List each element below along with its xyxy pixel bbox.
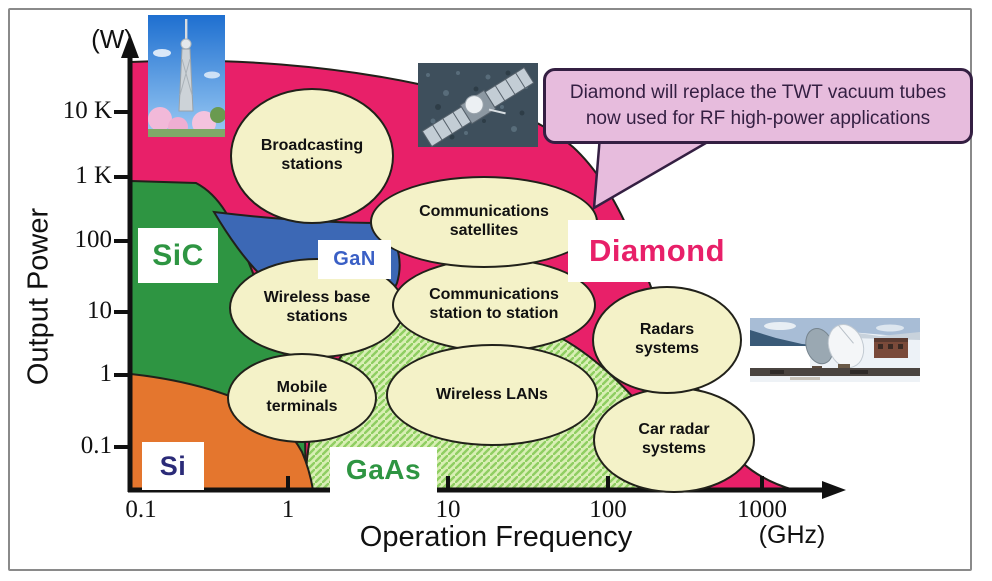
y-tick-0p1: 0.1 [80,432,112,459]
region-label-text: GaAs [345,454,422,485]
y-tick-10k: 10 K [62,97,112,124]
y-axis-unit: (W) [91,24,133,54]
app-label: Wireless LANs [436,385,548,403]
app-label: Wireless base stations [263,289,371,325]
app-label: Radars systems [634,321,700,357]
y-tick-1: 1 [99,360,113,387]
app-label: Broadcasting stations [260,137,364,173]
app-ellipse-communications-station-to-station: Communications station to station [392,258,596,352]
region-label-gan: GaN [318,240,391,279]
callout-line-2: now used for RF high-power applications [585,108,931,129]
app-ellipse-communications-satellites: Communications satellites [370,176,598,268]
communications-satellite-photo [418,63,538,147]
y-tick-1k: 1 K [75,162,112,189]
callout-tail [592,134,723,211]
app-ellipse-mobile-terminals: Mobile terminals [227,353,377,443]
x-tick-1: 1 [281,496,295,523]
region-label-si: Si [142,442,204,490]
y-axis-arrow [121,34,139,58]
region-label-sic: SiC [138,228,218,283]
x-tick-1000: 1000 [737,496,787,523]
y-tick-marks [114,110,132,449]
y-tick-10: 10 [87,297,112,324]
callout-bubble: Diamond will replace the TWT vacuum tube… [543,68,973,144]
region-label-diamond: Diamond [568,220,746,282]
app-ellipse-radars-systems: Radars systems [592,286,742,394]
figure-border [8,8,972,571]
region-label-text: Diamond [588,233,726,268]
region-label-text: GaN [333,248,376,270]
ground-station-dishes-photo [750,318,920,382]
tokyo-skytree-photo [148,15,225,137]
x-axis-unit: (GHz) [758,521,826,549]
app-ellipse-wireless-lans: Wireless LANs [386,344,598,446]
x-tick-100: 100 [589,496,627,523]
app-ellipse-car-radar-systems: Car radar systems [593,387,755,493]
app-label: Communications satellites [419,203,549,239]
callout-line-1: Diamond will replace the TWT vacuum tube… [569,82,947,104]
app-ellipse-broadcasting-stations: Broadcasting stations [230,88,394,224]
region-label-text: SiC [152,238,204,272]
app-label: Mobile terminals [266,379,338,415]
x-axis-arrow [822,481,846,499]
x-tick-10: 10 [435,496,461,523]
region-label-gaas: GaAs [330,447,437,493]
region-label-text: Si [159,450,187,481]
app-label: Car radar systems [638,421,710,457]
x-tick-0p1: 0.1 [125,496,157,523]
x-axis-title: Operation Frequency [359,521,633,553]
app-label: Communications station to station [429,286,559,322]
y-tick-100: 100 [74,226,113,253]
x-tick-marks [286,476,764,490]
